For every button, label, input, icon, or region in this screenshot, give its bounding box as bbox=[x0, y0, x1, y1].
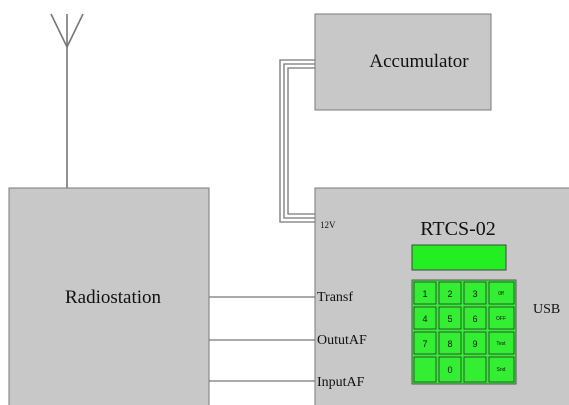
key-2[interactable] bbox=[438, 281, 462, 305]
key-8[interactable] bbox=[438, 331, 462, 355]
radiostation-box bbox=[8, 187, 210, 405]
key-snd[interactable] bbox=[488, 356, 515, 383]
usb-label: USB bbox=[533, 302, 560, 317]
key-6-label: 6 bbox=[472, 314, 477, 324]
key-test-label: Test bbox=[496, 341, 506, 347]
key-1[interactable] bbox=[413, 281, 437, 305]
power-cable bbox=[279, 59, 316, 223]
port-transf-label: Transf bbox=[317, 290, 353, 305]
key-9-label: 9 bbox=[472, 339, 477, 349]
key-0[interactable] bbox=[438, 356, 462, 383]
key-5-label: 5 bbox=[447, 314, 452, 324]
device-title: RTCS-02 bbox=[420, 218, 495, 240]
key-7-label: 7 bbox=[422, 339, 427, 349]
keypad: 1 2 3 0ff 4 5 6 OFF 7 8 9 Test 0 Snd bbox=[411, 279, 517, 385]
accumulator-box bbox=[314, 13, 492, 111]
radiostation-label: Radiostation bbox=[65, 287, 162, 308]
power-12v-label: 12V bbox=[320, 220, 336, 230]
key-2-label: 2 bbox=[447, 289, 452, 299]
key-0ff[interactable] bbox=[488, 281, 515, 305]
device-display bbox=[411, 244, 507, 271]
key-4-label: 4 bbox=[422, 314, 427, 324]
key-8-label: 8 bbox=[447, 339, 452, 349]
key-blank-right[interactable] bbox=[463, 356, 487, 383]
key-3-label: 3 bbox=[472, 289, 477, 299]
key-7[interactable] bbox=[413, 331, 437, 355]
key-3[interactable] bbox=[463, 281, 487, 305]
key-0-label: 0 bbox=[447, 365, 452, 375]
antenna-icon bbox=[50, 13, 84, 188]
key-1-label: 1 bbox=[422, 289, 427, 299]
key-test[interactable] bbox=[488, 331, 515, 355]
key-off[interactable] bbox=[488, 306, 515, 330]
signal-lines bbox=[209, 296, 315, 382]
accumulator-label: Accumulator bbox=[369, 51, 469, 72]
port-inputaf-label: InputAF bbox=[317, 375, 365, 390]
key-blank-left[interactable] bbox=[413, 356, 437, 383]
port-outaf-label: OututAF bbox=[317, 333, 367, 348]
key-snd-label: Snd bbox=[497, 367, 506, 373]
key-5[interactable] bbox=[438, 306, 462, 330]
key-9[interactable] bbox=[463, 331, 487, 355]
key-off-label: OFF bbox=[496, 316, 506, 322]
key-6[interactable] bbox=[463, 306, 487, 330]
key-4[interactable] bbox=[413, 306, 437, 330]
key-0ff-label: 0ff bbox=[498, 291, 504, 297]
